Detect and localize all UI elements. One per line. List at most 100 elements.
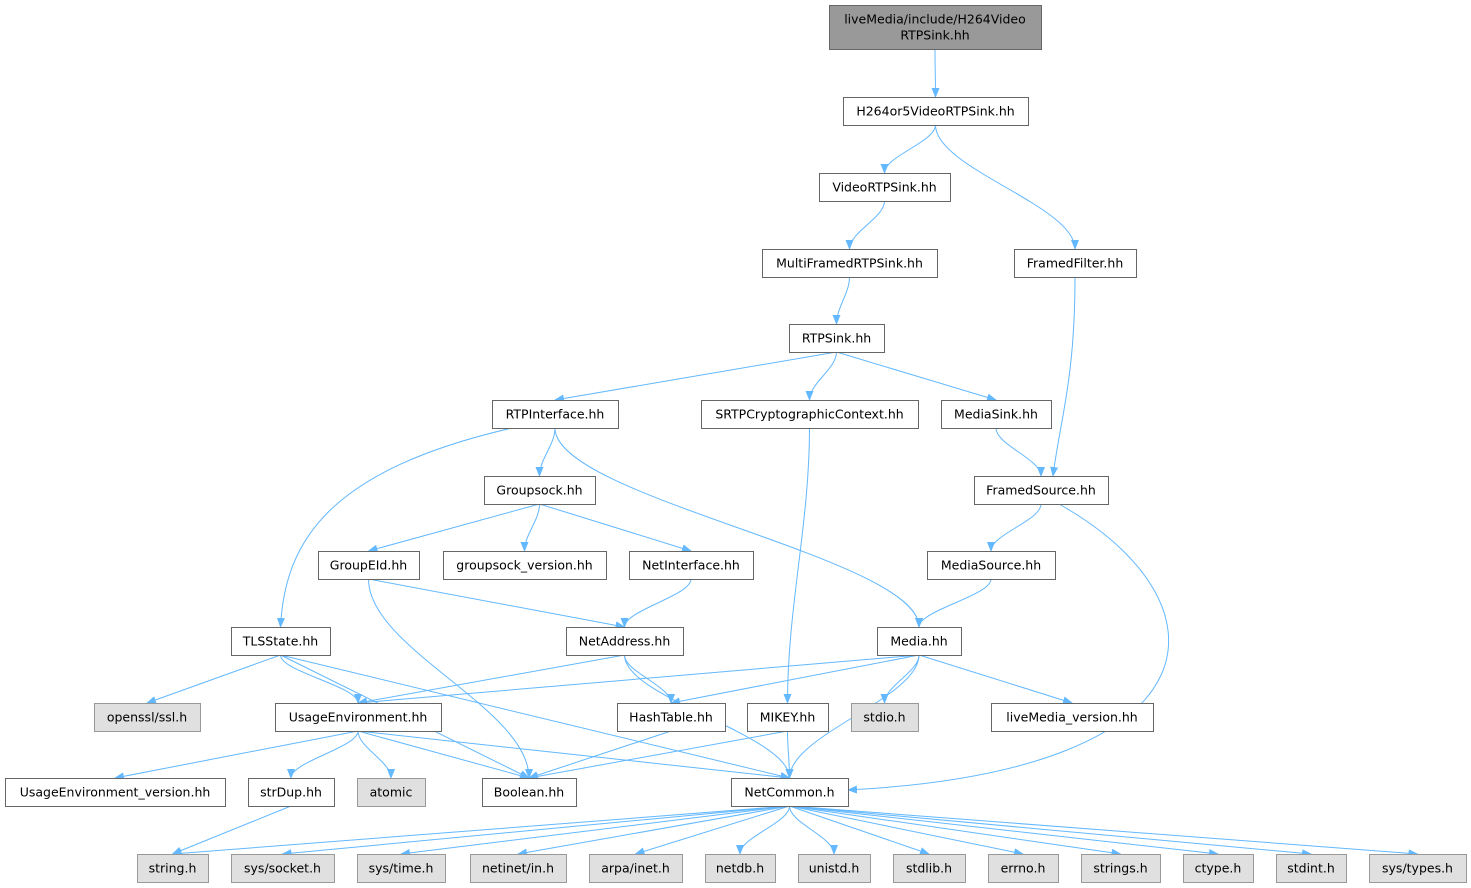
node-box bbox=[492, 400, 619, 429]
edge-netcommon-to-strings bbox=[789, 805, 1122, 857]
edge-mikey-to-netcommon bbox=[785, 730, 794, 779]
node-stdio: stdio.h bbox=[851, 703, 919, 732]
edge-framedsource-to-netcommon bbox=[847, 503, 1170, 794]
node-box bbox=[819, 173, 951, 202]
node-box bbox=[851, 703, 919, 732]
node-stdlib: stdlib.h bbox=[893, 854, 966, 883]
edge-h264or5-to-framedfilter bbox=[935, 124, 1079, 250]
node-box bbox=[629, 551, 754, 580]
node-videortpsink[interactable]: VideoRTPSink.hh bbox=[819, 173, 951, 202]
node-mikey[interactable]: MIKEY.hh bbox=[747, 703, 829, 732]
node-label: openssl/ssl.h bbox=[107, 710, 187, 725]
node-netaddress[interactable]: NetAddress.hh bbox=[566, 627, 684, 656]
node-label: sys/socket.h bbox=[244, 861, 321, 876]
edge-hashtable-to-boolean bbox=[528, 730, 672, 779]
node-groupsockver[interactable]: groupsock_version.hh bbox=[443, 551, 607, 580]
edge-mediasink-to-framedsource bbox=[995, 427, 1045, 477]
node-label: VideoRTPSink.hh bbox=[832, 180, 936, 195]
edge-usageenv-to-netcommon bbox=[357, 730, 791, 782]
node-livemediaver[interactable]: liveMedia_version.hh bbox=[991, 703, 1154, 732]
node-netinetin: netinet/in.h bbox=[470, 854, 567, 883]
node-framedfilter[interactable]: FramedFilter.hh bbox=[1014, 249, 1137, 278]
node-label: liveMedia/include/H264Video bbox=[844, 12, 1026, 27]
node-box bbox=[137, 854, 209, 883]
node-framedsource[interactable]: FramedSource.hh bbox=[974, 476, 1109, 505]
node-boolean[interactable]: Boolean.hh bbox=[482, 778, 577, 807]
edge-framedsource-to-mediasource bbox=[987, 503, 1042, 552]
node-box bbox=[5, 778, 226, 807]
node-box bbox=[747, 703, 829, 732]
edge-framedfilter-to-framedsource bbox=[1050, 276, 1076, 477]
node-box bbox=[275, 703, 442, 732]
node-strdup[interactable]: strDup.hh bbox=[248, 778, 335, 807]
node-hashtable[interactable]: HashTable.hh bbox=[617, 703, 726, 732]
node-netcommon[interactable]: NetCommon.h bbox=[731, 778, 849, 807]
edge-netaddress-to-usageenv bbox=[357, 654, 625, 706]
nodes-layer: liveMedia/include/H264VideoRTPSink.hhH26… bbox=[5, 5, 1467, 883]
node-label: TLSState.hh bbox=[242, 634, 318, 649]
node-box bbox=[484, 476, 596, 505]
node-h264or5[interactable]: H264or5VideoRTPSink.hh bbox=[843, 97, 1029, 126]
node-label: strDup.hh bbox=[260, 785, 322, 800]
node-label: UsageEnvironment.hh bbox=[289, 710, 428, 725]
node-tlsstate[interactable]: TLSState.hh bbox=[231, 627, 331, 656]
edge-tlsstate-to-usageenv bbox=[280, 654, 362, 704]
node-label: string.h bbox=[149, 861, 197, 876]
edge-netinterface-to-netaddress bbox=[620, 578, 692, 628]
node-box bbox=[248, 778, 335, 807]
edge-netcommon-to-systime bbox=[400, 805, 790, 857]
node-usageenv[interactable]: UsageEnvironment.hh bbox=[275, 703, 442, 732]
edge-netcommon-to-stdlib bbox=[789, 805, 930, 855]
node-box bbox=[357, 854, 446, 883]
node-box bbox=[731, 778, 849, 807]
node-label: GroupEId.hh bbox=[330, 558, 407, 573]
node-box bbox=[974, 476, 1109, 505]
node-box bbox=[701, 400, 919, 429]
edge-usageenv-to-strdup bbox=[287, 730, 359, 779]
node-box bbox=[589, 854, 683, 883]
node-box bbox=[1081, 854, 1161, 883]
node-groupeid[interactable]: GroupEId.hh bbox=[318, 551, 420, 580]
node-box bbox=[617, 703, 726, 732]
node-groupsock[interactable]: Groupsock.hh bbox=[484, 476, 596, 505]
node-syssocket: sys/socket.h bbox=[231, 854, 335, 883]
edge-rtpinterface-to-groupsock bbox=[535, 427, 556, 477]
edge-strdup-to-string bbox=[171, 805, 292, 855]
edge-groupeid-to-boolean bbox=[368, 578, 533, 779]
node-netdb: netdb.h bbox=[705, 854, 776, 883]
edge-usageenv-to-atomic bbox=[357, 730, 395, 779]
edge-netcommon-to-stdint bbox=[789, 805, 1312, 858]
edge-tlsstate-to-netcommon bbox=[280, 654, 791, 780]
node-unistd: unistd.h bbox=[798, 854, 871, 883]
node-media[interactable]: Media.hh bbox=[877, 627, 962, 656]
edge-media-to-livemediaver bbox=[918, 654, 1073, 705]
node-errno: errno.h bbox=[988, 854, 1059, 883]
edge-media-to-stdio bbox=[880, 654, 920, 704]
node-box bbox=[762, 249, 938, 278]
node-label: atomic bbox=[370, 785, 413, 800]
node-netinterface[interactable]: NetInterface.hh bbox=[629, 551, 754, 580]
node-box bbox=[482, 778, 577, 807]
node-usageenvver[interactable]: UsageEnvironment_version.hh bbox=[5, 778, 226, 807]
node-label: stdlib.h bbox=[906, 861, 952, 876]
node-strings: strings.h bbox=[1081, 854, 1161, 883]
node-label: FramedFilter.hh bbox=[1027, 256, 1124, 271]
node-arpainet: arpa/inet.h bbox=[589, 854, 683, 883]
node-rtpinterface[interactable]: RTPInterface.hh bbox=[492, 400, 619, 429]
edge-mediasource-to-media bbox=[915, 578, 992, 628]
node-srtp[interactable]: SRTPCryptographicContext.hh bbox=[701, 400, 919, 429]
edge-groupsock-to-groupsockver bbox=[520, 503, 540, 552]
edge-rtpsink-to-mediasink bbox=[836, 351, 997, 402]
node-box bbox=[798, 854, 871, 883]
node-box bbox=[927, 551, 1056, 580]
node-rtpsink[interactable]: RTPSink.hh bbox=[789, 324, 885, 353]
node-multiframed[interactable]: MultiFramedRTPSink.hh bbox=[762, 249, 938, 278]
node-box bbox=[877, 627, 962, 656]
node-label: sys/types.h bbox=[1382, 861, 1453, 876]
node-box bbox=[705, 854, 776, 883]
edge-tlsstate-to-openssl bbox=[146, 654, 281, 704]
node-mediasource[interactable]: MediaSource.hh bbox=[927, 551, 1056, 580]
node-string: string.h bbox=[137, 854, 209, 883]
node-mediasink[interactable]: MediaSink.hh bbox=[941, 400, 1052, 429]
